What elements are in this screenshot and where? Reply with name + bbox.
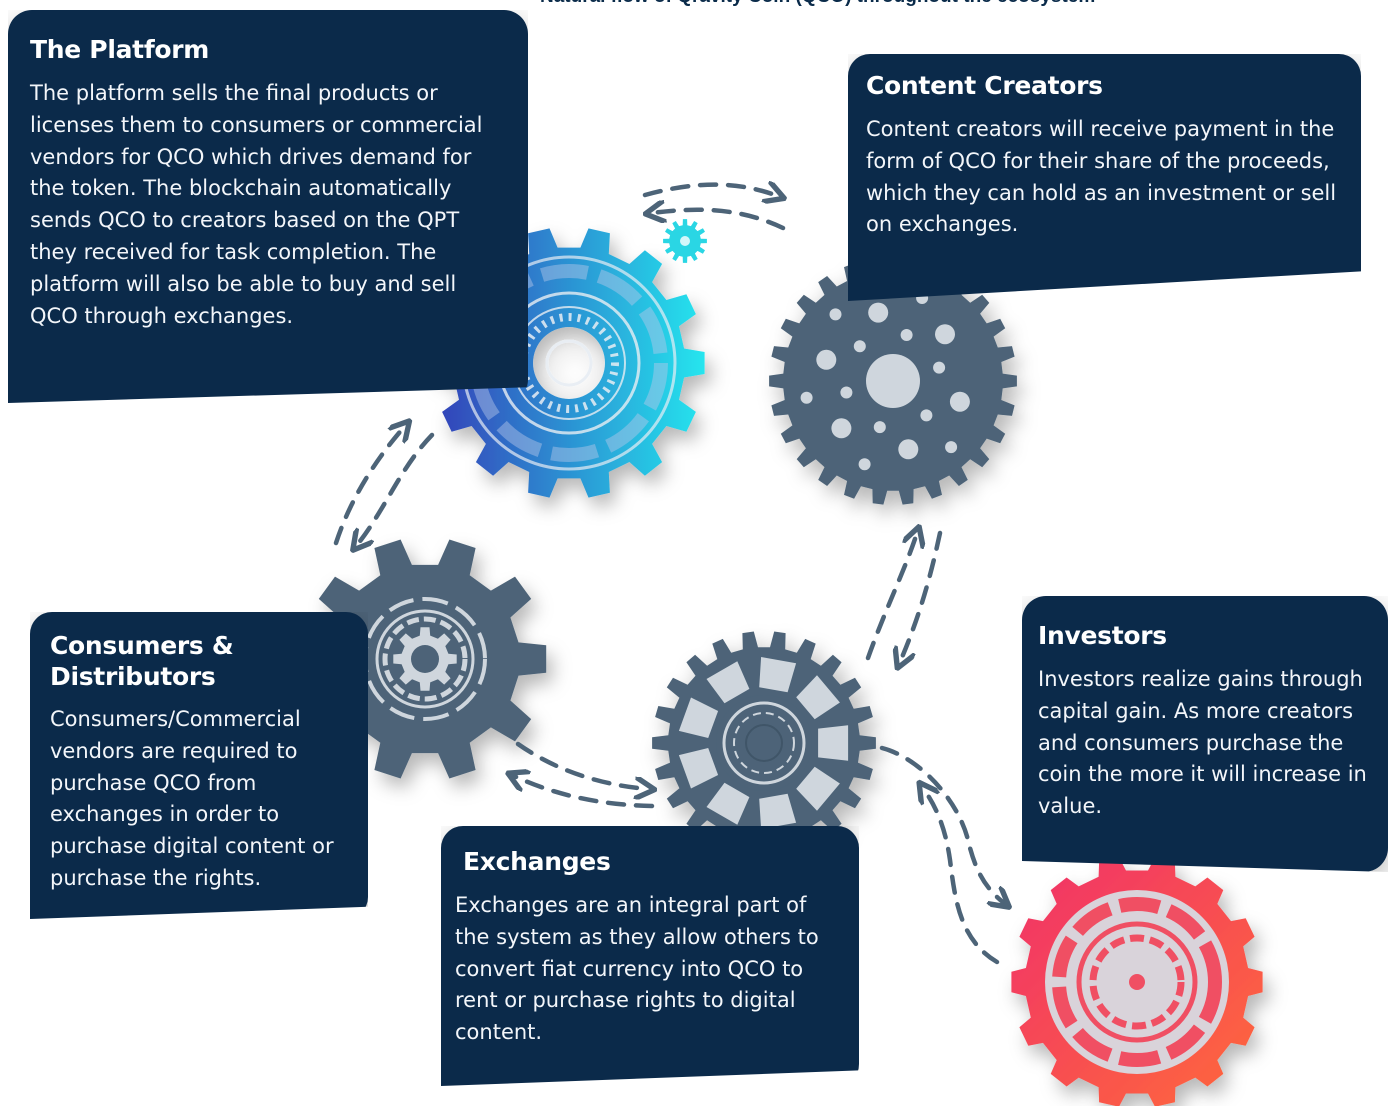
dashed-arrow-icon: [642, 185, 778, 196]
card-the-platform: The Platform The platform sells the fina…: [8, 10, 528, 403]
card-body: The platform sells the final products or…: [30, 81, 483, 328]
card-content-creators: Content Creators Content creators will r…: [848, 54, 1361, 301]
card-body: Content creators will receive payment in…: [866, 117, 1337, 237]
card-exchanges: Exchanges Exchanges are an integral part…: [441, 826, 859, 1086]
dashed-arrow-icon: [879, 745, 1004, 903]
dashed-arrow-icon: [333, 426, 405, 546]
card-title: Consumers & Distributors: [50, 631, 234, 691]
card-body: Investors realize gains through capital …: [1038, 667, 1367, 819]
card-title: Exchanges: [463, 847, 611, 876]
dashed-arrow-icon: [900, 530, 943, 662]
creators-gear-icon: [769, 257, 1017, 505]
investors-gear-icon: [1011, 857, 1263, 1106]
card-consumers-distributors: Consumers & Distributors Consumers/Comme…: [30, 612, 368, 919]
dashed-arrow-icon: [652, 210, 786, 231]
card-title: Content Creators: [866, 71, 1103, 100]
card-title: The Platform: [30, 35, 210, 64]
dashed-arrow-icon: [865, 533, 917, 661]
card-body: Consumers/Commercial vendors are require…: [50, 707, 334, 890]
exchanges-gear-icon: [652, 631, 876, 855]
card-body: Exchanges are an integral part of the sy…: [455, 893, 819, 1045]
diagram-heading: Natural flow of Qravity Coin (QCO) throu…: [540, 0, 1300, 8]
dashed-arrow-icon: [514, 776, 655, 809]
dashed-arrow-icon: [515, 741, 648, 789]
small-gear-icon: [663, 219, 707, 263]
dashed-arrow-icon: [923, 788, 1000, 965]
card-investors: Investors Investors realize gains throug…: [1022, 596, 1388, 872]
card-title: Investors: [1038, 621, 1167, 650]
dashed-arrow-icon: [357, 432, 435, 545]
